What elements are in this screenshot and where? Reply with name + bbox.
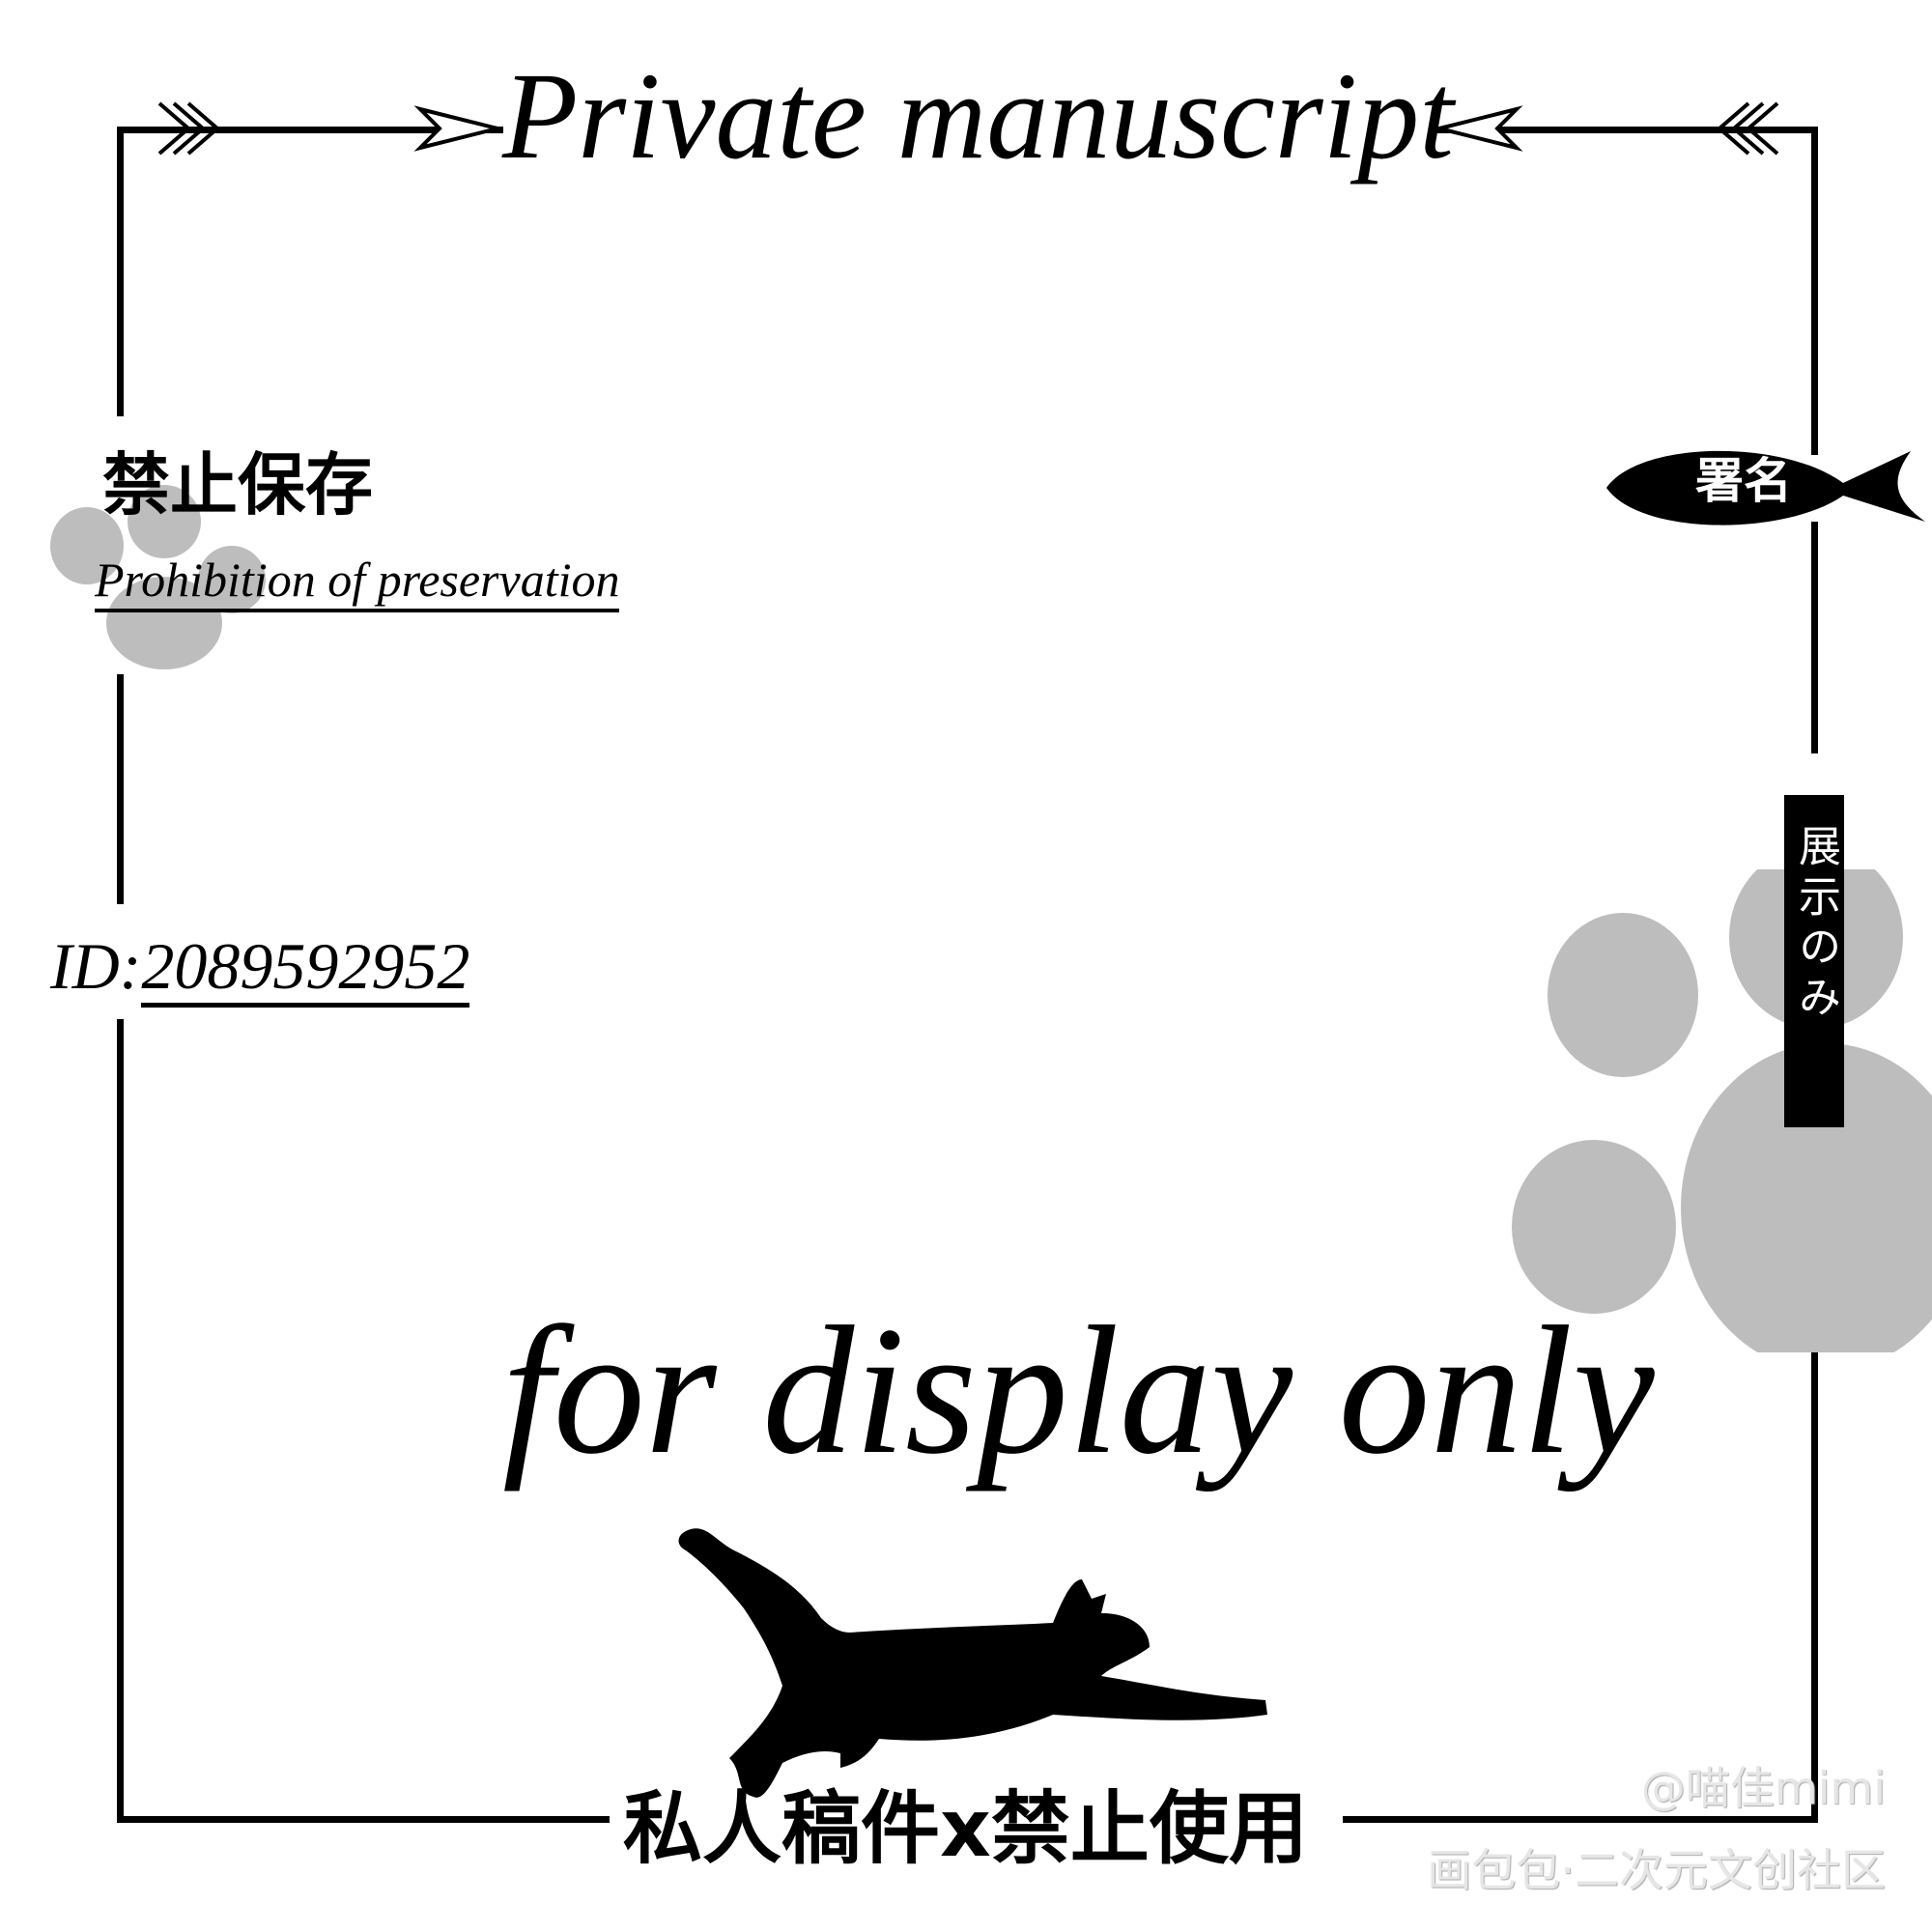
frame-right-1 (1811, 127, 1818, 455)
title-cn: 禁止保存 (102, 445, 373, 525)
frame-left-2 (117, 674, 124, 904)
fish-icon (1606, 450, 1925, 526)
frame-top-right (1432, 127, 1818, 133)
tape-badge-label: 展示のみ (1791, 824, 1840, 1025)
paw-print-large-icon (1512, 869, 1932, 1352)
fish-badge-label: 署名 (1695, 453, 1792, 509)
frame-left-1 (117, 127, 124, 416)
tape-badge: 展示のみ (1784, 795, 1844, 1127)
paw-print-icon (50, 485, 266, 669)
watermark-site: 画包包·二次元文创社区 (1427, 1844, 1886, 1896)
frame-right-2 (1811, 522, 1818, 753)
arrow-left-icon (157, 101, 498, 156)
cat-silhouette-icon (678, 1528, 1267, 1798)
arrow-right-icon (1438, 101, 1779, 156)
for-display-only-text: for display only (502, 1290, 1655, 1492)
page-title: Private manuscript (502, 47, 1454, 185)
id-field: ID:2089592952 (50, 927, 470, 1008)
frame-right-3 (1811, 1154, 1818, 1823)
frame-bottom-left (117, 1816, 610, 1823)
footer-text: 私人稿件x禁止使用 (623, 1783, 1308, 1875)
id-label: ID: (50, 929, 142, 1003)
frame-bottom-right (1343, 1816, 1818, 1823)
id-value: 2089592952 (141, 929, 470, 1008)
frame-top-left (117, 127, 503, 133)
subtitle-en: Prohibition of preservation (95, 551, 620, 612)
frame-left-3 (117, 1019, 124, 1823)
watermark-author: @喵佳mimi (1640, 1762, 1886, 1814)
